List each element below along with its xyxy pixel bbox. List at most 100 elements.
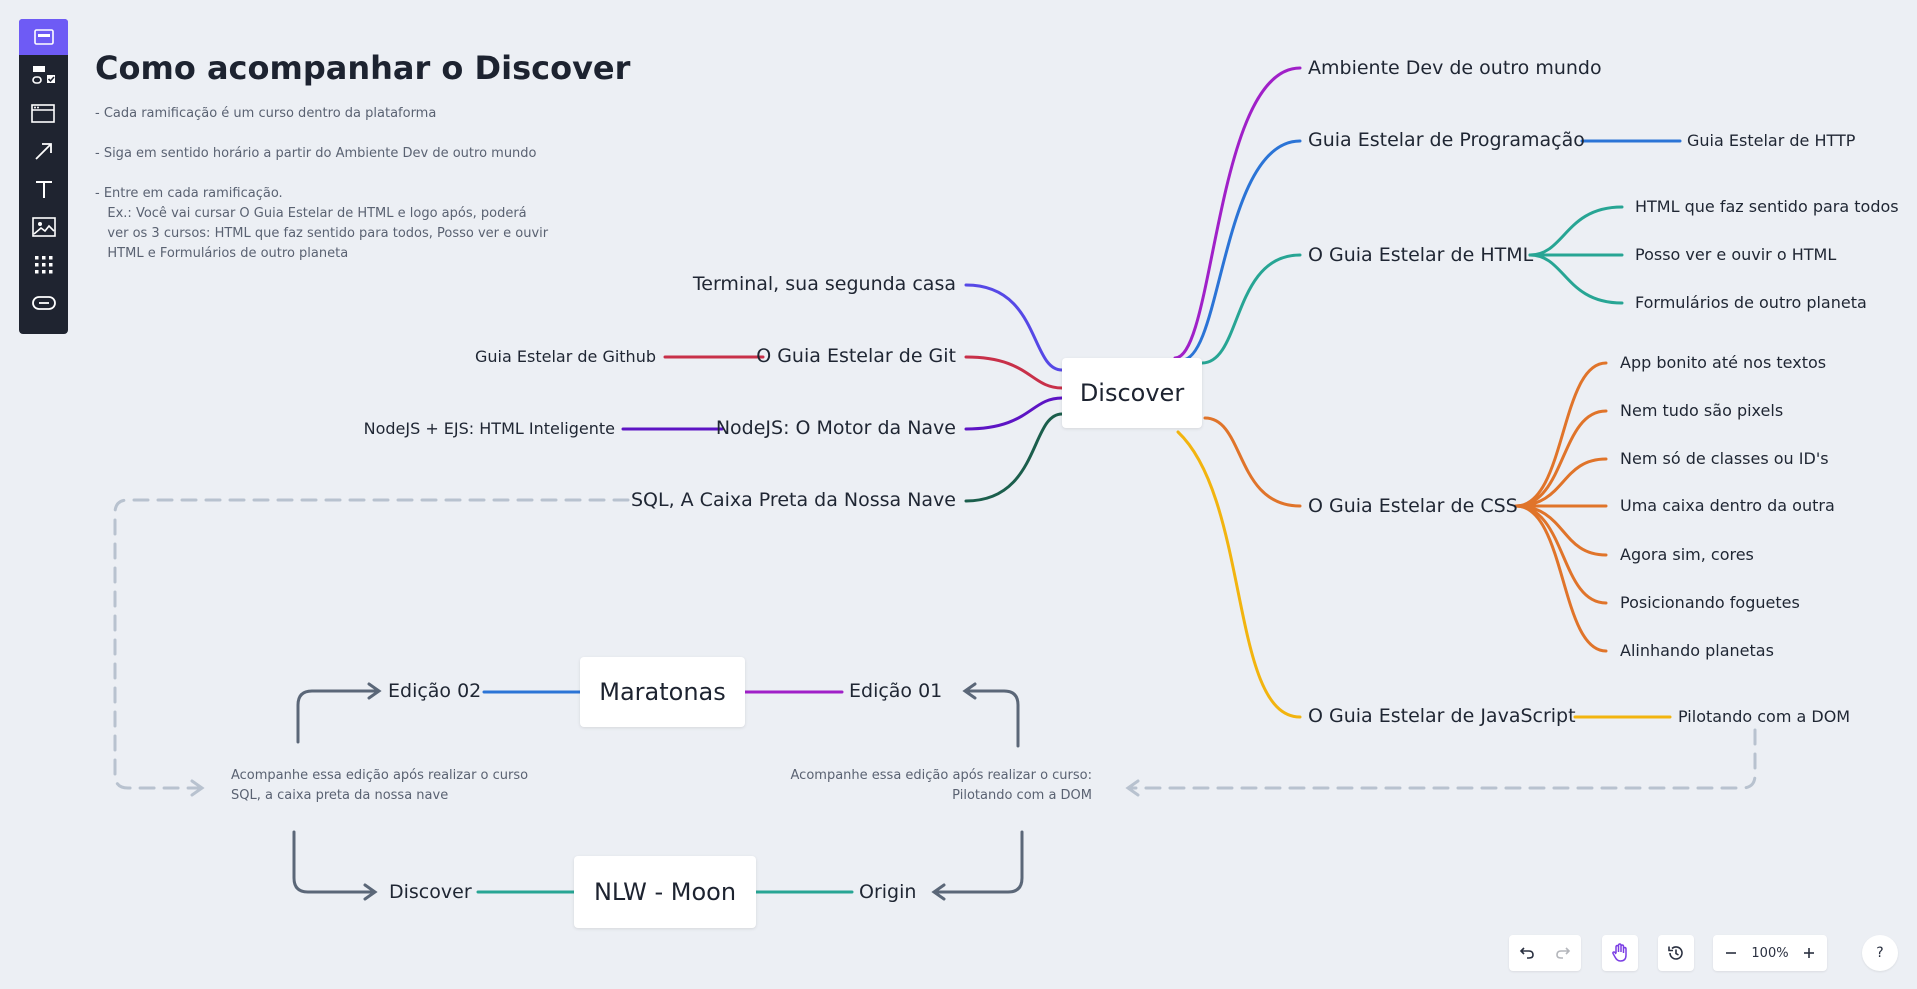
dashed-connector-right <box>1130 728 1757 790</box>
branch-javascript[interactable]: O Guia Estelar de JavaScript <box>1308 705 1576 727</box>
undo-button[interactable] <box>1509 935 1545 971</box>
tool-browser[interactable] <box>19 95 68 131</box>
branch-line-css-3 <box>1514 457 1608 508</box>
frame-icon <box>33 29 54 45</box>
central-node-label: Discover <box>1079 379 1185 407</box>
tool-frame[interactable] <box>19 19 68 55</box>
css-child-2[interactable]: Nem tudo são pixels <box>1620 401 1784 420</box>
plus-icon <box>1804 948 1814 958</box>
branch-line-css-7 <box>1514 504 1608 653</box>
css-child-6[interactable]: Posicionando foguetes <box>1620 593 1800 612</box>
history-icon <box>1668 946 1683 960</box>
left-toolbar <box>19 19 68 334</box>
css-child-7[interactable]: Alinhando planetas <box>1620 641 1774 660</box>
tool-arrow[interactable] <box>19 133 68 169</box>
dashed-arrowhead-right <box>1125 779 1140 797</box>
nlw-origin[interactable]: Origin <box>859 881 917 903</box>
text-icon <box>35 181 52 198</box>
css-child-4[interactable]: Uma caixa dentro da outra <box>1620 496 1835 515</box>
help-label: ? <box>1876 945 1884 961</box>
branch-line-git <box>964 355 1064 390</box>
node-maratonas[interactable]: Maratonas <box>580 657 745 727</box>
minus-icon <box>1726 952 1736 954</box>
branch-line-terminal <box>964 283 1064 372</box>
arrowhead-origin <box>931 883 946 901</box>
branch-line-sql <box>964 412 1064 503</box>
redo-button[interactable] <box>1545 935 1581 971</box>
undo-icon <box>1519 947 1534 959</box>
tool-text[interactable] <box>19 171 68 207</box>
arrow-to-edicao-01 <box>966 689 1020 748</box>
tool-grid[interactable] <box>19 247 68 283</box>
branch-line-html-a <box>1528 205 1624 257</box>
note-2[interactable]: - Siga em sentido horário a partir do Am… <box>95 146 537 161</box>
arrow-to-discover <box>292 830 374 894</box>
zoom-group: 100% <box>1713 935 1827 971</box>
page-title[interactable]: Como acompanhar o Discover <box>95 49 631 87</box>
dashed-arrowhead-left <box>190 779 205 797</box>
tool-flowchart[interactable] <box>19 57 68 93</box>
node-nlw-moon[interactable]: NLW - Moon <box>574 856 756 928</box>
maratonas-label: Maratonas <box>599 678 726 706</box>
arrow-to-edicao-02 <box>296 689 378 744</box>
branch-line-javascript <box>1176 430 1302 719</box>
maratonas-edicao-01[interactable]: Edição 01 <box>849 680 943 702</box>
tool-link[interactable] <box>19 285 68 321</box>
note-1[interactable]: - Cada ramificação é um curso dentro da … <box>95 106 437 121</box>
arrowhead-edicao-02 <box>367 682 382 700</box>
help-button[interactable]: ? <box>1862 935 1898 971</box>
branch-git[interactable]: O Guia Estelar de Git <box>756 345 956 367</box>
undo-redo-group <box>1509 935 1581 971</box>
dashed-connector-left <box>113 498 630 790</box>
tool-image[interactable] <box>19 209 68 245</box>
branch-ambiente[interactable]: Ambiente Dev de outro mundo <box>1308 57 1602 79</box>
redo-icon <box>1556 947 1571 959</box>
branch-css[interactable]: O Guia Estelar de CSS <box>1308 495 1518 517</box>
html-child-1[interactable]: HTML que faz sentido para todos <box>1635 197 1899 216</box>
css-child-3[interactable]: Nem só de classes ou ID's <box>1620 449 1829 468</box>
html-child-2[interactable]: Posso ver e ouvir o HTML <box>1635 245 1837 264</box>
branch-github[interactable]: Guia Estelar de Github <box>475 347 656 366</box>
history-button[interactable] <box>1658 935 1694 971</box>
branch-dom[interactable]: Pilotando com a DOM <box>1678 707 1851 726</box>
zoom-out-button[interactable] <box>1713 935 1749 971</box>
maratonas-edicao-02[interactable]: Edição 02 <box>388 680 482 702</box>
branch-http[interactable]: Guia Estelar de HTTP <box>1687 131 1856 150</box>
pan-button[interactable] <box>1602 935 1638 971</box>
branch-line-node <box>964 396 1064 431</box>
branch-line-css-2 <box>1514 409 1608 508</box>
branch-line-css <box>1203 416 1302 508</box>
html-child-3[interactable]: Formulários de outro planeta <box>1635 293 1867 312</box>
branch-sql[interactable]: SQL, A Caixa Preta da Nossa Nave <box>630 489 956 511</box>
grid-icon <box>34 256 52 274</box>
zoom-in-button[interactable] <box>1791 935 1827 971</box>
branch-programacao[interactable]: Guia Estelar de Programação <box>1308 129 1585 151</box>
nlw-label: NLW - Moon <box>593 878 737 906</box>
nlw-discover[interactable]: Discover <box>389 881 472 903</box>
css-child-5[interactable]: Agora sim, cores <box>1620 545 1754 564</box>
branch-html[interactable]: O Guia Estelar de HTML <box>1308 244 1534 266</box>
branch-node[interactable]: NodeJS: O Motor da Nave <box>715 417 956 439</box>
branch-terminal[interactable]: Terminal, sua segunda casa <box>692 273 956 295</box>
browser-window-icon <box>30 104 55 123</box>
image-icon <box>31 217 56 237</box>
branch-line-html <box>1200 253 1302 365</box>
hand-icon <box>1612 943 1627 962</box>
branch-line-html-c <box>1528 253 1624 305</box>
flowchart-icon <box>31 66 55 84</box>
link-icon <box>31 296 56 310</box>
branch-line-programacao <box>1180 139 1302 362</box>
arrow-to-origin <box>935 830 1024 894</box>
zoom-level: 100% <box>1751 945 1789 961</box>
branch-line-ambiente <box>1173 66 1302 360</box>
note-3[interactable]: - Entre em cada ramificação. Ex.: Você v… <box>95 186 549 261</box>
arrowhead-edicao-01 <box>962 682 977 700</box>
annotation-right[interactable]: Acompanhe essa edição após realizar o cu… <box>790 768 1092 803</box>
arrowhead-discover <box>363 883 378 901</box>
central-node-discover[interactable]: Discover <box>1062 358 1202 428</box>
annotation-left[interactable]: Acompanhe essa edição após realizar o cu… <box>231 768 529 803</box>
branch-ejs[interactable]: NodeJS + EJS: HTML Inteligente <box>363 419 615 438</box>
css-child-1[interactable]: App bonito até nos textos <box>1620 353 1827 372</box>
